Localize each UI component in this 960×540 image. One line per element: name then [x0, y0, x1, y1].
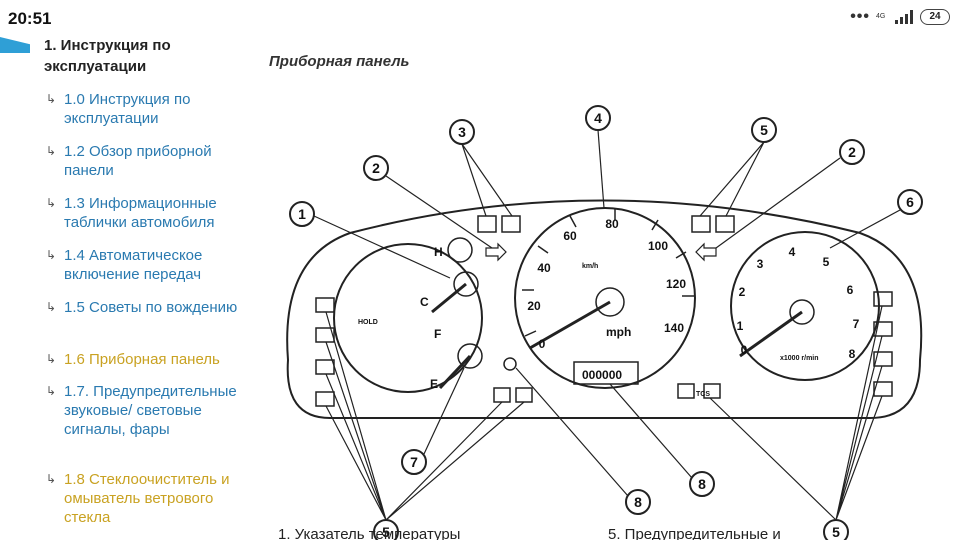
toc-item-label: 1.3 Информационные таблички автомобиля [64, 195, 217, 231]
cluster-housing [286, 199, 923, 419]
tacho-label-6: 6 [847, 283, 854, 297]
tcs-label: TCS [696, 391, 710, 398]
toc-item-dashboard-overview[interactable]: ↳ 1.2 Обзор приборной панели [46, 142, 246, 180]
callout-1: 1 [298, 206, 306, 222]
legend-item-1: 1. Указатель температуры [278, 526, 461, 540]
toc-item-warning-signals[interactable]: ↳ 1.7. Предупредительные звуковые/ свето… [46, 382, 246, 439]
return-arrow-icon: ↳ [46, 352, 57, 366]
status-icons: ••• 4G 24 [850, 8, 950, 26]
toc-item-label: 1.2 Обзор приборной панели [64, 143, 212, 179]
speed-label-40: 40 [537, 261, 551, 275]
fuel-full-label: F [434, 327, 441, 341]
toc-item-automatic-gear[interactable]: ↳ 1.4 Автоматическое включение передач [46, 246, 246, 284]
callout-5b: 5 [382, 524, 390, 540]
speedo-hub [595, 287, 625, 317]
temp-needle-hub [453, 271, 479, 297]
fuel-empty-label: E [430, 377, 438, 391]
tacho-label-2: 2 [739, 285, 746, 299]
section-accent-marker [0, 37, 30, 53]
article-content: Приборная панель [250, 34, 960, 540]
return-arrow-icon: ↳ [46, 196, 57, 210]
tacho-label-0: 0 [741, 343, 748, 357]
return-arrow-icon: ↳ [46, 144, 57, 158]
more-notifications-icon: ••• [850, 8, 870, 25]
fuel-needle-hub [457, 343, 483, 369]
tacho-label-5: 5 [823, 255, 830, 269]
speed-label-60: 60 [563, 229, 577, 243]
tacho-label-3: 3 [757, 257, 764, 271]
callout-6: 6 [906, 194, 914, 210]
toc-item-wipers[interactable]: ↳ 1.8 Стеклоочиститель и омыватель ветро… [46, 470, 246, 527]
callout-8: 8 [698, 476, 706, 492]
toc-item-instruction[interactable]: ↳ 1.0 Инструкция по эксплуатации [46, 90, 246, 128]
odometer-display [573, 361, 639, 385]
return-arrow-icon: ↳ [46, 472, 57, 486]
sidebar-toc: 1. Инструкция по эксплуатации ↳ 1.0 Инст… [0, 34, 250, 540]
odometer-value: 000000 [582, 368, 622, 382]
temp-fuel-gauge [333, 243, 483, 393]
tacho-label-8: 8 [849, 347, 856, 361]
page-title: Приборная панель [269, 53, 410, 70]
speed-label-120: 120 [666, 277, 686, 291]
tacho-label-7: 7 [853, 317, 860, 331]
status-clock: 20:51 [8, 9, 52, 28]
temp-cold-label: C [420, 295, 429, 309]
toc-item-label: 1.5 Советы по вождению [64, 299, 238, 316]
toc-item-label: 1.6 Приборная панель [64, 351, 220, 368]
toc-item-driving-tips[interactable]: ↳ 1.5 Советы по вождению [46, 298, 246, 317]
callout-7: 7 [410, 454, 418, 470]
return-arrow-icon: ↳ [46, 92, 57, 106]
tacho-label-4: 4 [789, 245, 796, 259]
speed-label-80: 80 [605, 217, 619, 231]
temp-hot-label: H [434, 245, 443, 259]
toc-item-label: 1.7. Предупредительные звуковые/ световы… [64, 383, 237, 438]
speed-label-100: 100 [648, 239, 668, 253]
callout-5: 5 [760, 122, 768, 138]
speedo-unit-label: mph [606, 325, 631, 339]
callout-4: 4 [594, 110, 602, 126]
signal-strength-icon [895, 10, 913, 24]
toc-item-label: 1.4 Автоматическое включение передач [64, 247, 203, 283]
speedo-kmh-label: km/h [582, 263, 598, 270]
speed-label-140: 140 [664, 321, 684, 335]
toc-item-label: 1.0 Инструкция по эксплуатации [64, 91, 191, 127]
callout-3: 3 [458, 124, 466, 140]
status-bar: 20:51 ••• 4G 24 [0, 0, 960, 34]
speed-label-0: 0 [539, 337, 546, 351]
section-title[interactable]: 1. Инструкция по эксплуатации [44, 37, 171, 75]
toc-item-info-plates[interactable]: ↳ 1.3 Информационные таблички автомобиля [46, 194, 246, 232]
return-arrow-icon: ↳ [46, 300, 57, 314]
legend-item-5: 5. Предупредительные и [608, 526, 781, 540]
hold-label: HOLD [358, 319, 378, 326]
instrument-panel-diagram: 1 2 3 4 5 2 6 7 8 8 5 5 H F E C HOLD mph… [286, 105, 923, 540]
tacho-unit-label: x1000 r/min [780, 355, 819, 362]
battery-icon: 24 [920, 9, 950, 25]
network-type-icon: 4G [876, 13, 886, 20]
callout-5c: 5 [832, 524, 840, 540]
tacho-label-1: 1 [737, 319, 744, 333]
speed-label-20: 20 [527, 299, 541, 313]
return-arrow-icon: ↳ [46, 384, 57, 398]
callout-8b: 8 [634, 494, 642, 510]
return-arrow-icon: ↳ [46, 248, 57, 262]
toc-item-instrument-panel[interactable]: ↳ 1.6 Приборная панель [46, 350, 246, 369]
speedometer [514, 207, 696, 389]
toc-item-label: 1.8 Стеклоочиститель и омыватель ветрово… [64, 471, 230, 526]
tacho-hub [789, 299, 815, 325]
callout-2: 2 [372, 160, 380, 176]
callout-2b: 2 [848, 144, 856, 160]
